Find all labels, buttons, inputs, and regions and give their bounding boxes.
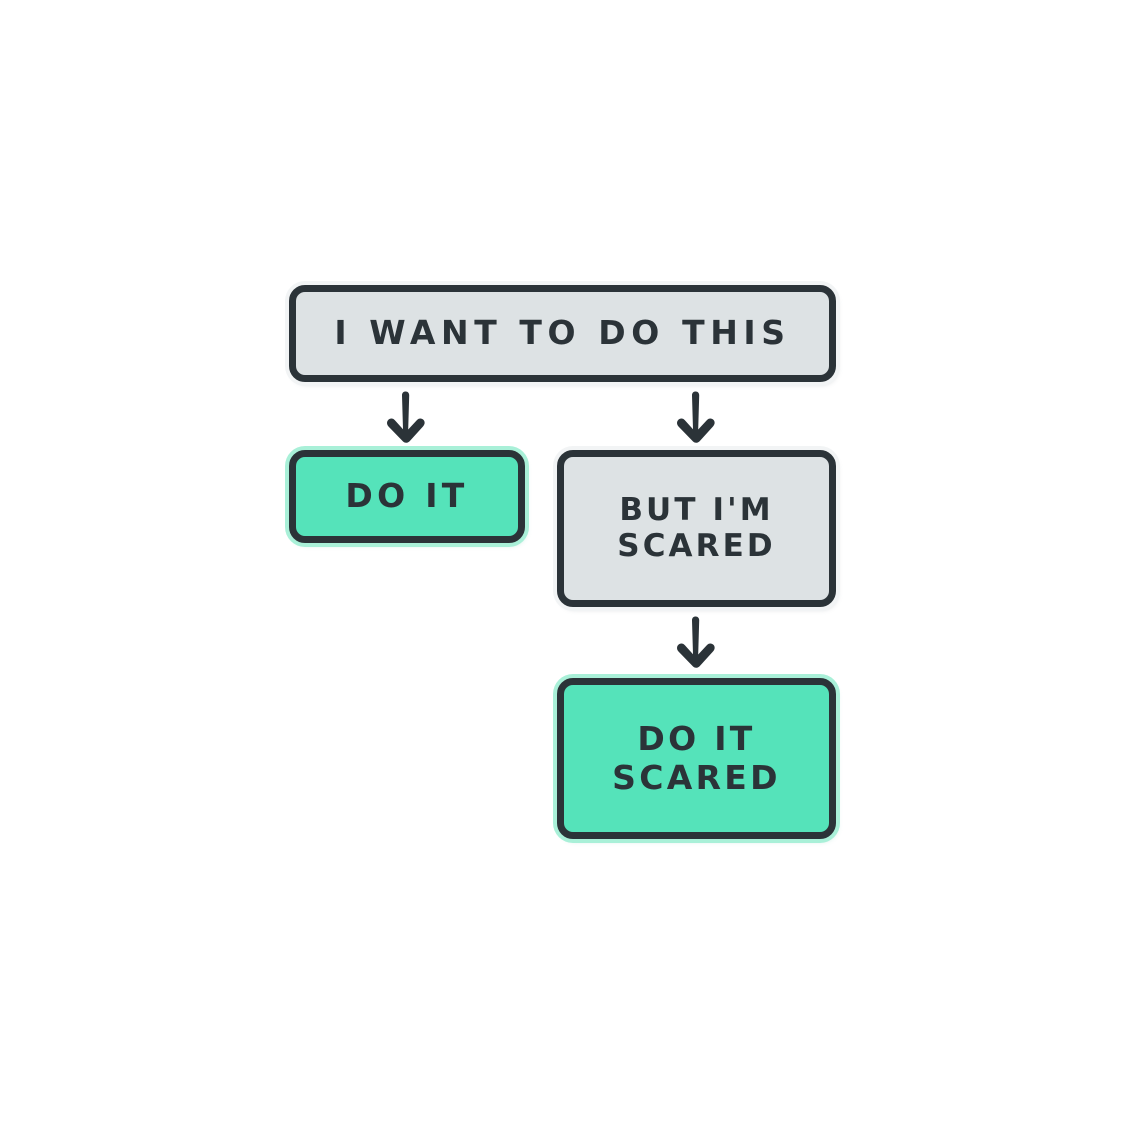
node-label: I WANT TO DO THIS	[334, 313, 791, 353]
node-do-it[interactable]: DO IT	[289, 450, 525, 543]
arrow-down-icon	[668, 613, 724, 675]
node-label: DO IT	[345, 476, 469, 516]
arrow-down-icon	[668, 388, 724, 450]
arrow-down-icon	[378, 388, 434, 450]
node-but-im-scared[interactable]: BUT I'M SCARED	[557, 450, 836, 607]
node-do-it-scared[interactable]: DO IT SCARED	[557, 678, 836, 839]
node-label: BUT I'M SCARED	[617, 491, 776, 564]
node-label: DO IT SCARED	[612, 719, 781, 797]
node-i-want-to-do-this[interactable]: I WANT TO DO THIS	[289, 285, 836, 382]
